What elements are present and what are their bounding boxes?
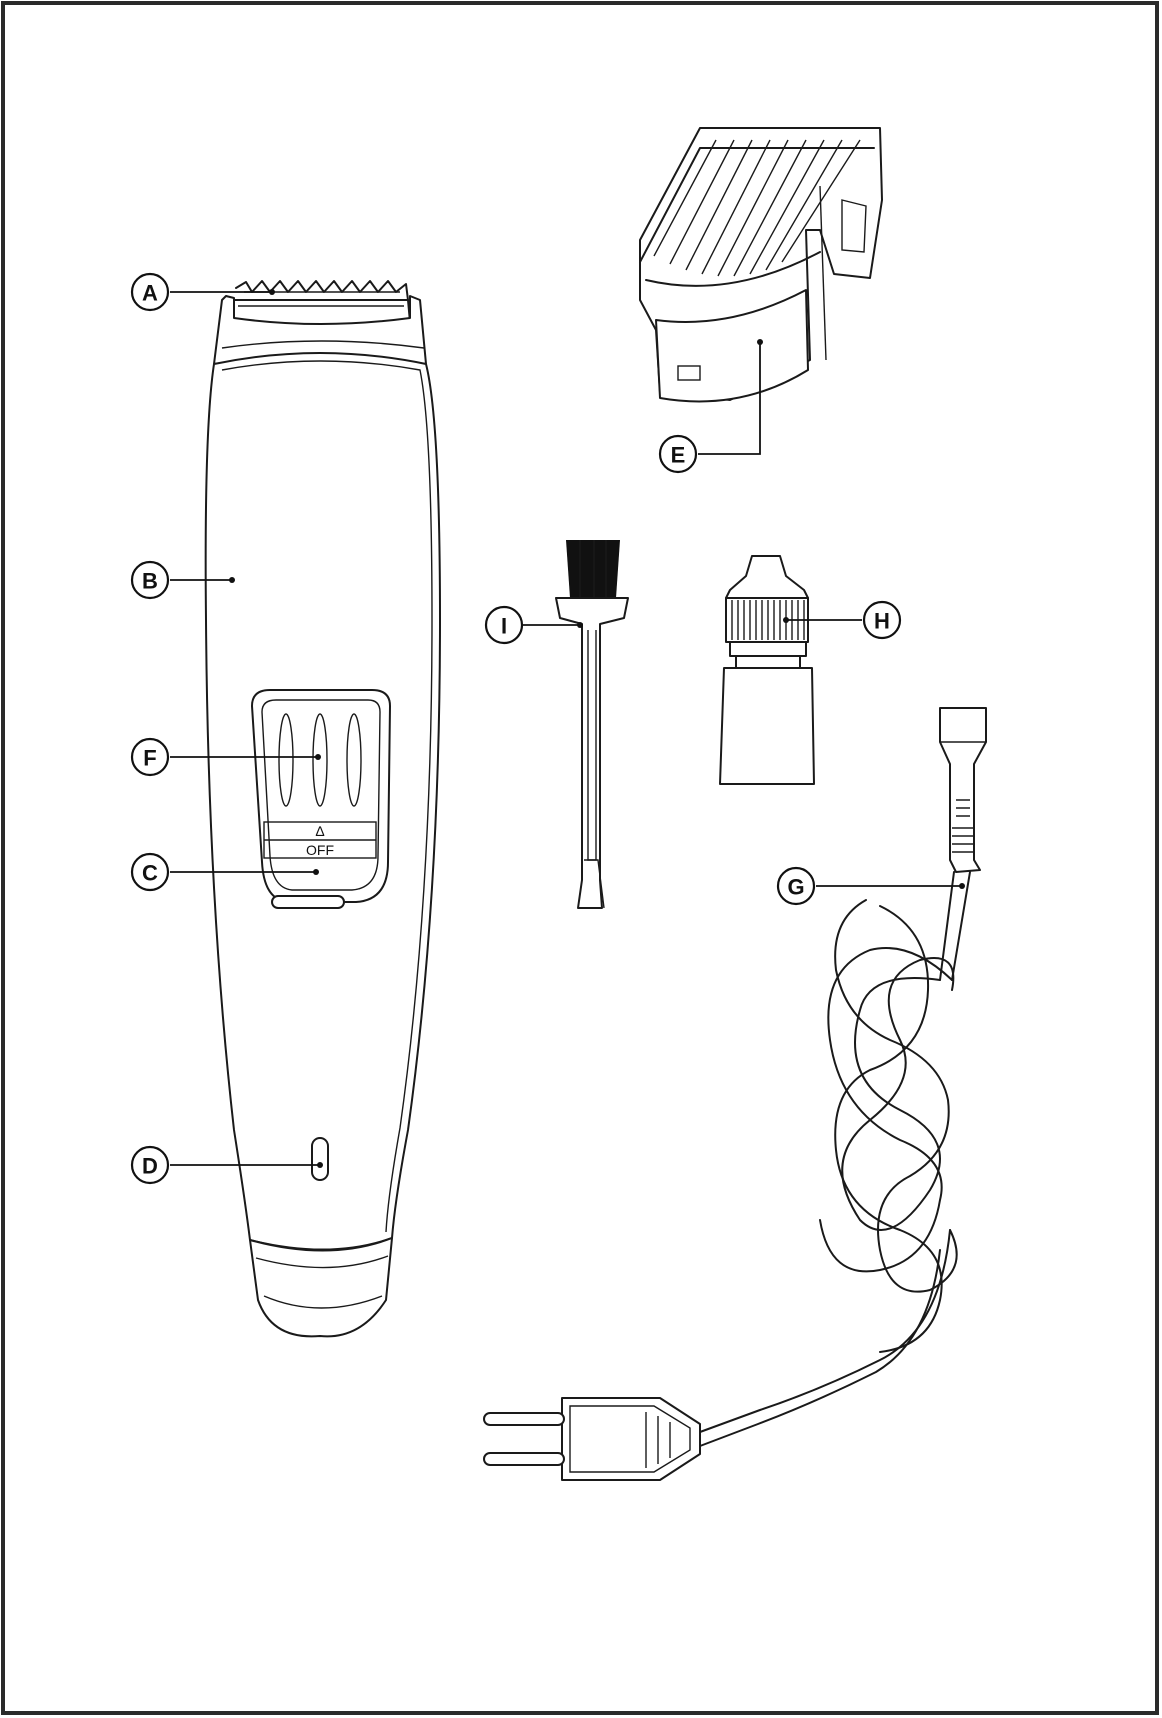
callout-i: I (484, 605, 524, 645)
power-slider-button (271, 895, 345, 909)
power-adapter-cord (483, 707, 987, 1481)
oil-bottle (719, 555, 815, 785)
callout-d: D (130, 1145, 170, 1185)
callout-a: A (130, 272, 170, 312)
callout-c: C (130, 852, 170, 892)
svg-text:I: I (501, 614, 507, 639)
leader-lines (170, 289, 965, 1168)
hair-clipper: ∆ OFF (204, 280, 441, 1338)
device-connector (939, 707, 987, 873)
grip-ridge (278, 713, 294, 807)
svg-text:E: E (671, 443, 686, 468)
callout-b: B (130, 560, 170, 600)
plug-pin (483, 1452, 565, 1466)
clipper-base (249, 1237, 393, 1338)
svg-text:C: C (142, 861, 158, 886)
callout-g: G (776, 866, 816, 906)
svg-text:A: A (142, 281, 158, 306)
cleaning-brush (555, 540, 629, 909)
grip-ridge (312, 713, 328, 807)
callout-h: H (862, 600, 902, 640)
svg-text:F: F (143, 746, 156, 771)
charging-indicator (311, 1137, 329, 1181)
svg-text:G: G (787, 875, 804, 900)
brush-bristles (566, 540, 620, 598)
plug-pin (483, 1412, 565, 1426)
svg-text:H: H (874, 609, 890, 634)
callout-e: E (658, 434, 698, 474)
bottle-body (719, 667, 815, 785)
grip-ridge (346, 713, 362, 807)
comb-attachment (639, 127, 883, 403)
switch-on-symbol: ∆ (316, 823, 325, 839)
svg-text:D: D (142, 1154, 158, 1179)
switch-panel: ∆ OFF (251, 689, 391, 909)
mains-plug (561, 1397, 701, 1481)
switch-off-label: OFF (306, 842, 334, 858)
svg-text:B: B (142, 569, 158, 594)
clipper-blade (231, 280, 411, 327)
callout-f: F (130, 737, 170, 777)
